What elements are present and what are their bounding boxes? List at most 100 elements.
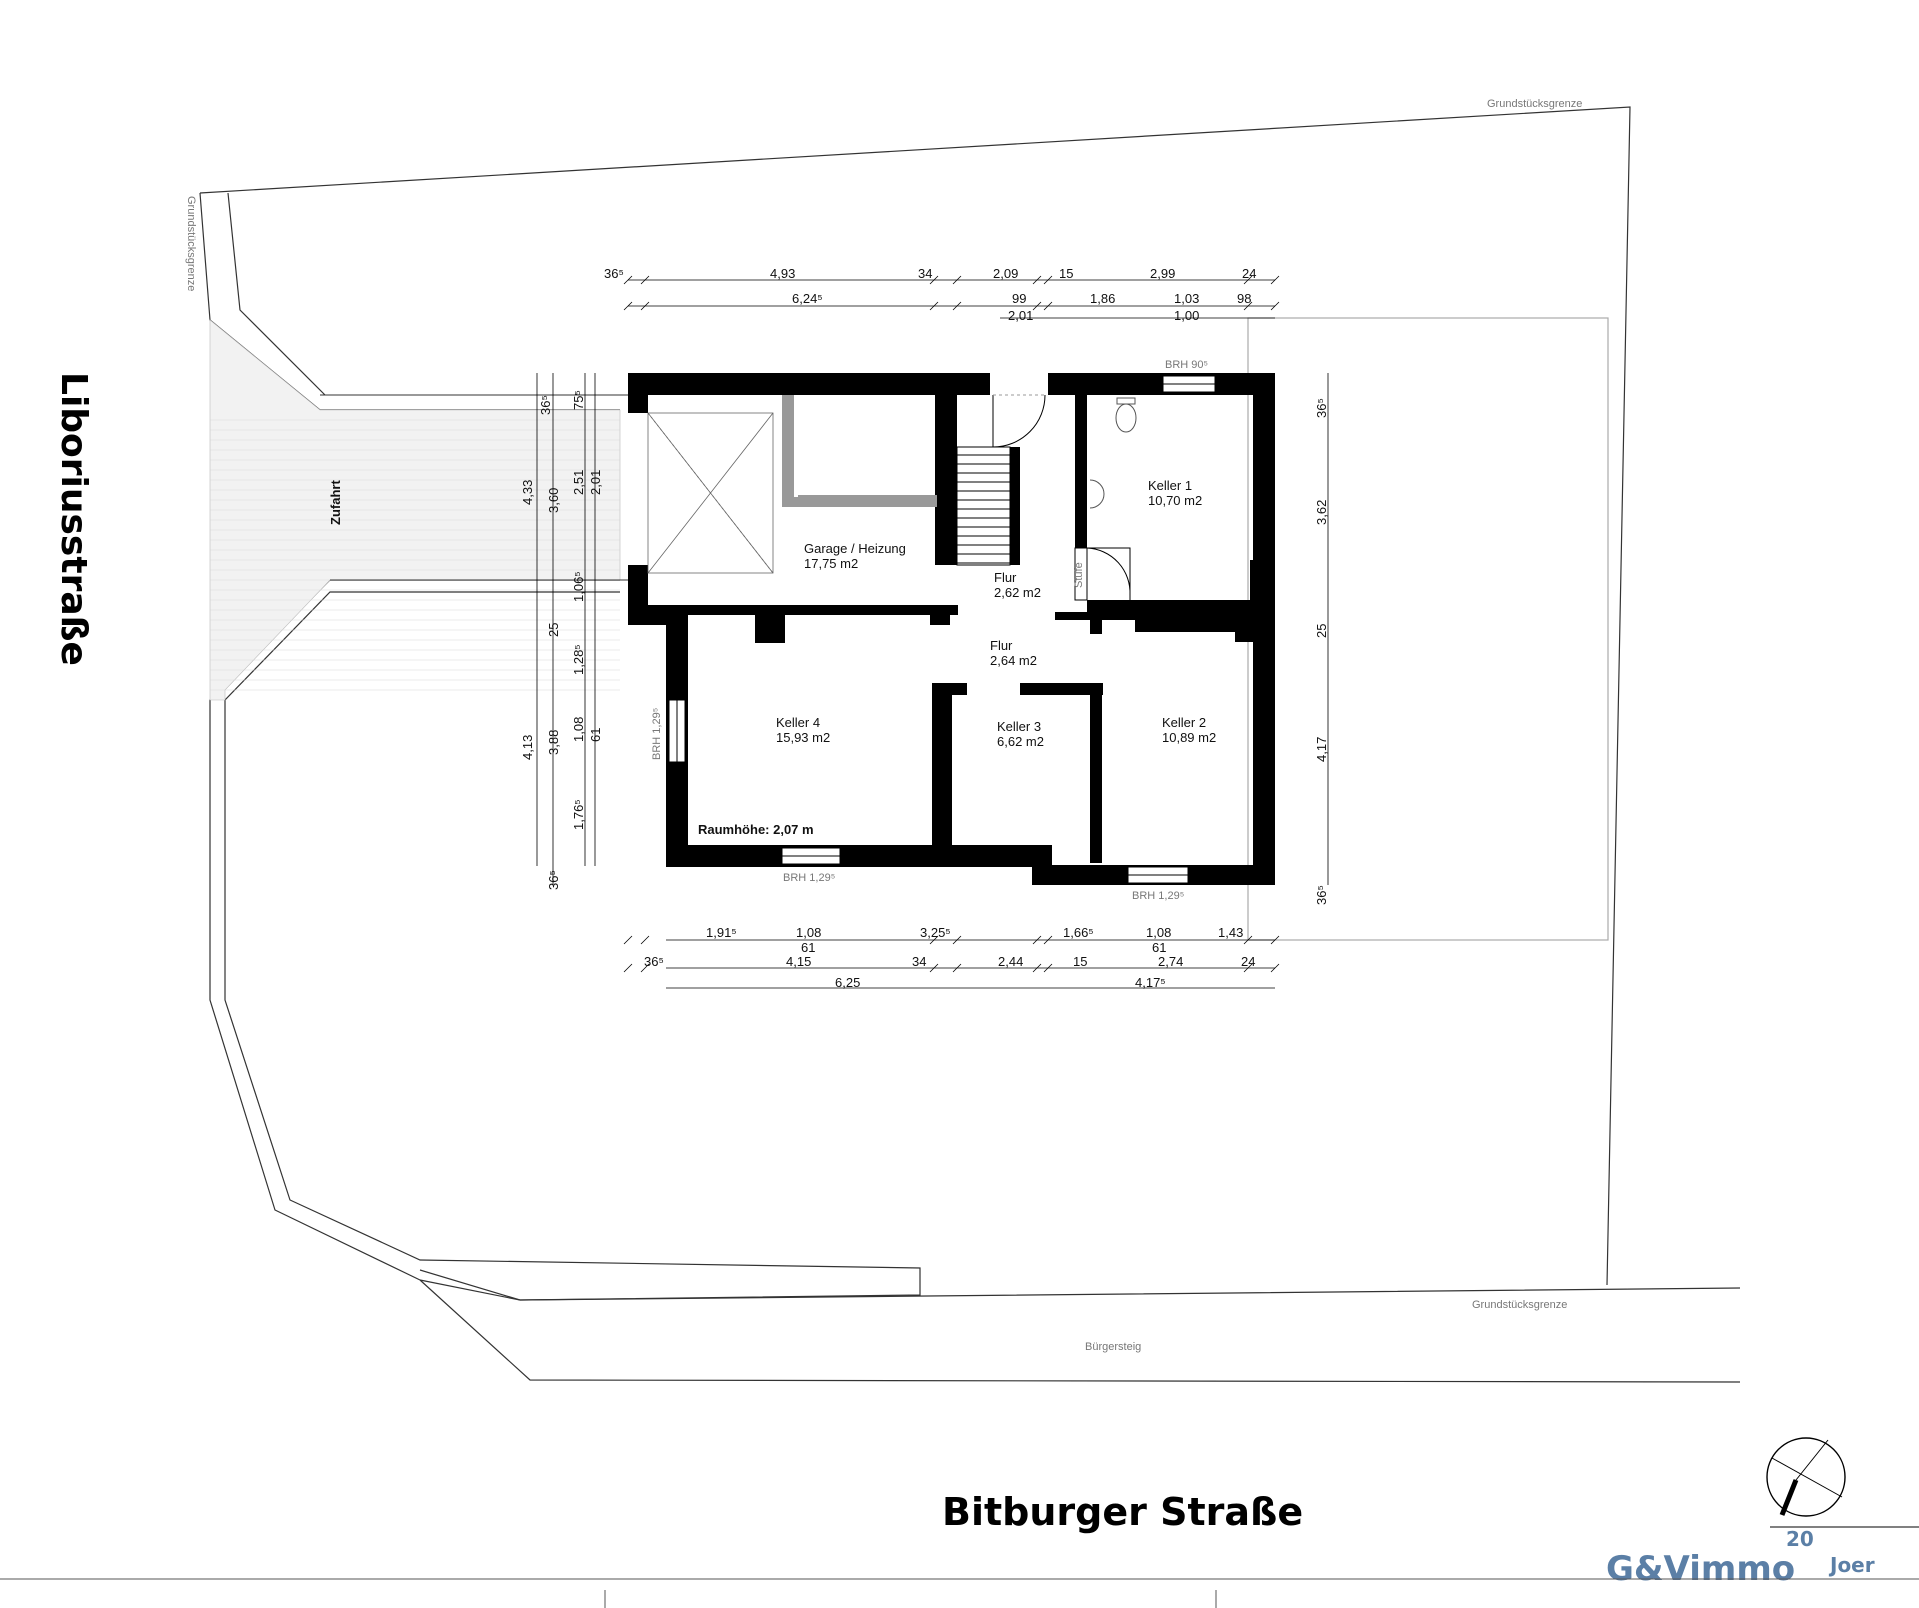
doors	[992, 394, 1131, 601]
compass-icon	[1766, 1437, 1846, 1517]
dimension-tick	[1032, 935, 1042, 945]
logo-badge: 20	[1786, 1527, 1814, 1551]
dim-label: 4,13	[520, 735, 535, 760]
room-area-keller-1: 10,70 m2	[1148, 493, 1202, 508]
boundary-label-bottom: Grundstücksgrenze	[1472, 1299, 1567, 1311]
dim-label: 24	[1241, 954, 1255, 969]
dim-label: 36⁵	[644, 954, 664, 969]
dimension-tick	[1043, 963, 1053, 973]
sanitary-fixtures	[1089, 397, 1137, 509]
dim-label: 99	[1012, 291, 1026, 306]
dimension-tick	[1270, 935, 1280, 945]
driveway-paving	[209, 319, 621, 701]
dimension-tick	[1243, 275, 1253, 285]
room-area-flur-2: 2,64 m2	[990, 653, 1037, 668]
dim-label: 25	[1314, 624, 1329, 638]
dimension-tick	[640, 963, 650, 973]
dim-label: 36⁵	[604, 266, 624, 281]
window-bottom-right-label: BRH 1,29⁵	[1132, 890, 1184, 902]
dim-label: 1,08	[1146, 925, 1171, 940]
dimension-tick	[640, 935, 650, 945]
dim-label: 3,62	[1314, 500, 1329, 525]
dim-label: 6,25	[835, 975, 860, 990]
dim-label: 4,17	[1314, 737, 1329, 762]
logo-text: G&Vimmo	[1606, 1549, 1795, 1589]
dim-label: 4,17⁵	[1135, 975, 1166, 990]
building-walls	[628, 373, 1275, 885]
site-boundary	[199, 106, 1741, 1383]
dimension-lines	[536, 275, 1329, 989]
dimension-tick	[1032, 963, 1042, 973]
dim-label: 15	[1059, 266, 1073, 281]
dimension-tick	[1043, 301, 1053, 311]
dim-label: 36⁵	[1314, 398, 1329, 418]
dim-label: 4,93	[770, 266, 795, 281]
sidewalk-label: Bürgersteig	[1085, 1341, 1141, 1353]
window-left-label: BRH 1,29⁵	[651, 708, 663, 760]
dim-label: 4,33	[520, 480, 535, 505]
boundary-label-top: Grundstücksgrenze	[1487, 98, 1582, 110]
dimension-tick	[952, 275, 962, 285]
dim-label: 2,01	[588, 470, 603, 495]
dimension-tick	[1043, 935, 1053, 945]
dim-label: 34	[912, 954, 926, 969]
dim-label: 1,00	[1174, 308, 1199, 323]
room-area-keller-3: 6,62 m2	[997, 734, 1044, 749]
dim-label: 1,06⁵	[571, 571, 586, 602]
dim-label: 1,03	[1174, 291, 1199, 306]
room-name-flur-2: Flur	[990, 638, 1013, 653]
room-name-keller-4: Keller 4	[776, 715, 820, 730]
dims-right: 36⁵ 3,62 25 4,17 36⁵	[1314, 398, 1329, 905]
dim-label: 4,15	[786, 954, 811, 969]
dimension-tick	[929, 935, 939, 945]
dim-label: 2,09	[993, 266, 1018, 281]
windows	[668, 375, 1216, 884]
dimension-tick	[623, 301, 633, 311]
dimension-tick	[1270, 275, 1280, 285]
dim-label: 36⁵	[546, 870, 561, 890]
dim-label: 3,88	[546, 730, 561, 755]
dim-label: 36⁵	[538, 395, 553, 415]
dim-label: 1,86	[1090, 291, 1115, 306]
dim-label: 2,74	[1158, 954, 1183, 969]
window-bottom-left-label: BRH 1,29⁵	[783, 872, 835, 884]
dims-left: 4,33 4,13 36⁵ 3,60 25 3,88 36⁵ 75⁵ 2,51 …	[520, 390, 603, 890]
dimension-tick	[623, 935, 633, 945]
boundary-label-left: Grundstücksgrenze	[185, 196, 197, 291]
dimension-tick	[1243, 301, 1253, 311]
room-area-keller-2: 10,89 m2	[1162, 730, 1216, 745]
dim-label: 1,28⁵	[571, 644, 586, 675]
dim-label: 1,08	[796, 925, 821, 940]
room-area-keller-4: 15,93 m2	[776, 730, 830, 745]
street-name-bottom: Bitburger Straße	[942, 1490, 1303, 1534]
dimension-tick	[1032, 275, 1042, 285]
dim-label: 1,43	[1218, 925, 1243, 940]
page-bottom-frame	[0, 1578, 1919, 1608]
dimension-tick	[1243, 963, 1253, 973]
room-name-garage: Garage / Heizung	[804, 541, 906, 556]
dim-label: 6,24⁵	[792, 291, 823, 306]
room-name-keller-2: Keller 2	[1162, 715, 1206, 730]
dim-label: 24	[1242, 266, 1256, 281]
garage-void	[647, 412, 774, 574]
dimension-tick	[1243, 935, 1253, 945]
driveway-label: Zufahrt	[328, 480, 343, 525]
dimension-tick	[623, 963, 633, 973]
dim-label: 36⁵	[1314, 885, 1329, 905]
room-area-garage: 17,75 m2	[804, 556, 858, 571]
dim-label: 75⁵	[571, 390, 586, 410]
driveway-edges	[320, 394, 630, 581]
dimension-tick	[952, 935, 962, 945]
dimension-tick	[1270, 963, 1280, 973]
dimension-tick	[640, 301, 650, 311]
dim-label: 2,44	[998, 954, 1023, 969]
room-height-note: Raumhöhe: 2,07 m	[698, 822, 814, 837]
step-label: Stufe	[1073, 562, 1085, 588]
dimension-tick	[1043, 275, 1053, 285]
room-labels: Garage / Heizung 17,75 m2 Keller 1 10,70…	[651, 359, 1216, 902]
dim-label: 2,01	[1008, 308, 1033, 323]
dimension-tick	[952, 963, 962, 973]
dimension-tick	[929, 275, 939, 285]
room-name-keller-3: Keller 3	[997, 719, 1041, 734]
